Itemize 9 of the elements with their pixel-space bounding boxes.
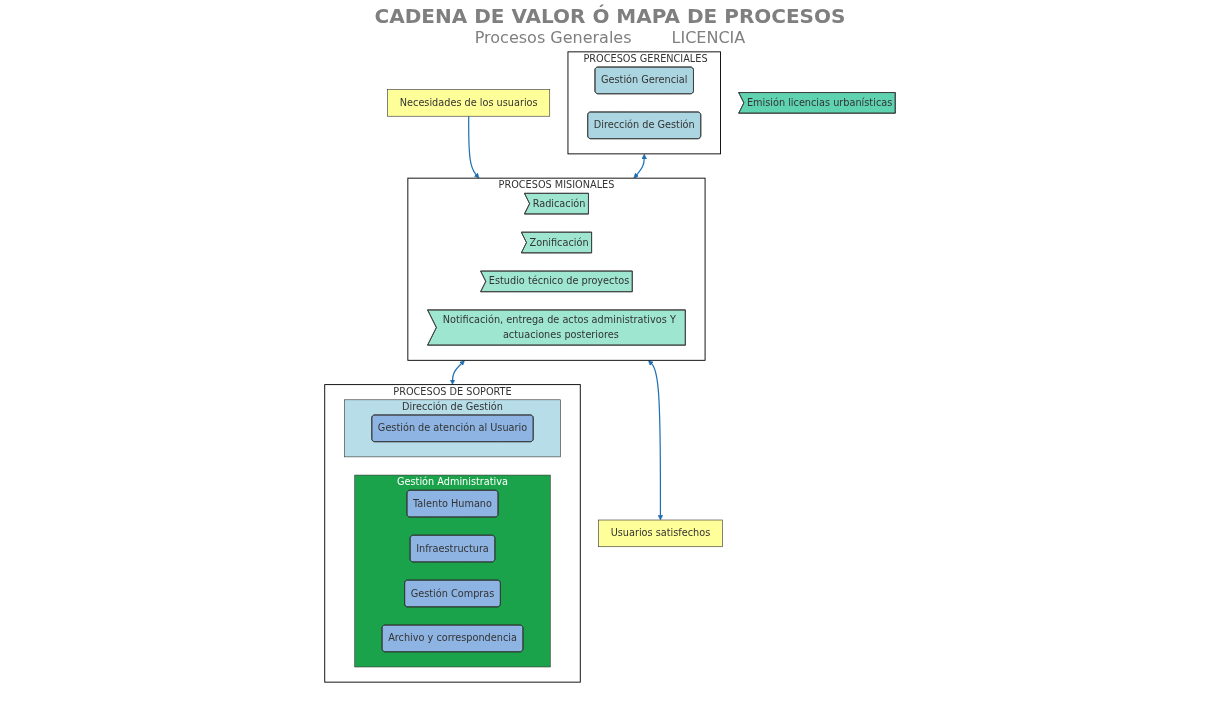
arrow	[449, 360, 465, 385]
node-box: Usuarios satisfechos	[598, 519, 723, 548]
node-box: Necesidades de los usuarios	[387, 89, 551, 117]
arrow	[468, 115, 480, 179]
arrow	[648, 360, 664, 521]
note-text: Procesos Generales	[474, 28, 632, 47]
note-text: LICENCIA	[671, 28, 746, 47]
arrow	[633, 153, 647, 179]
diagram-title: CADENA DE VALOR Ó MAPA DE PROCESOS	[374, 4, 846, 28]
